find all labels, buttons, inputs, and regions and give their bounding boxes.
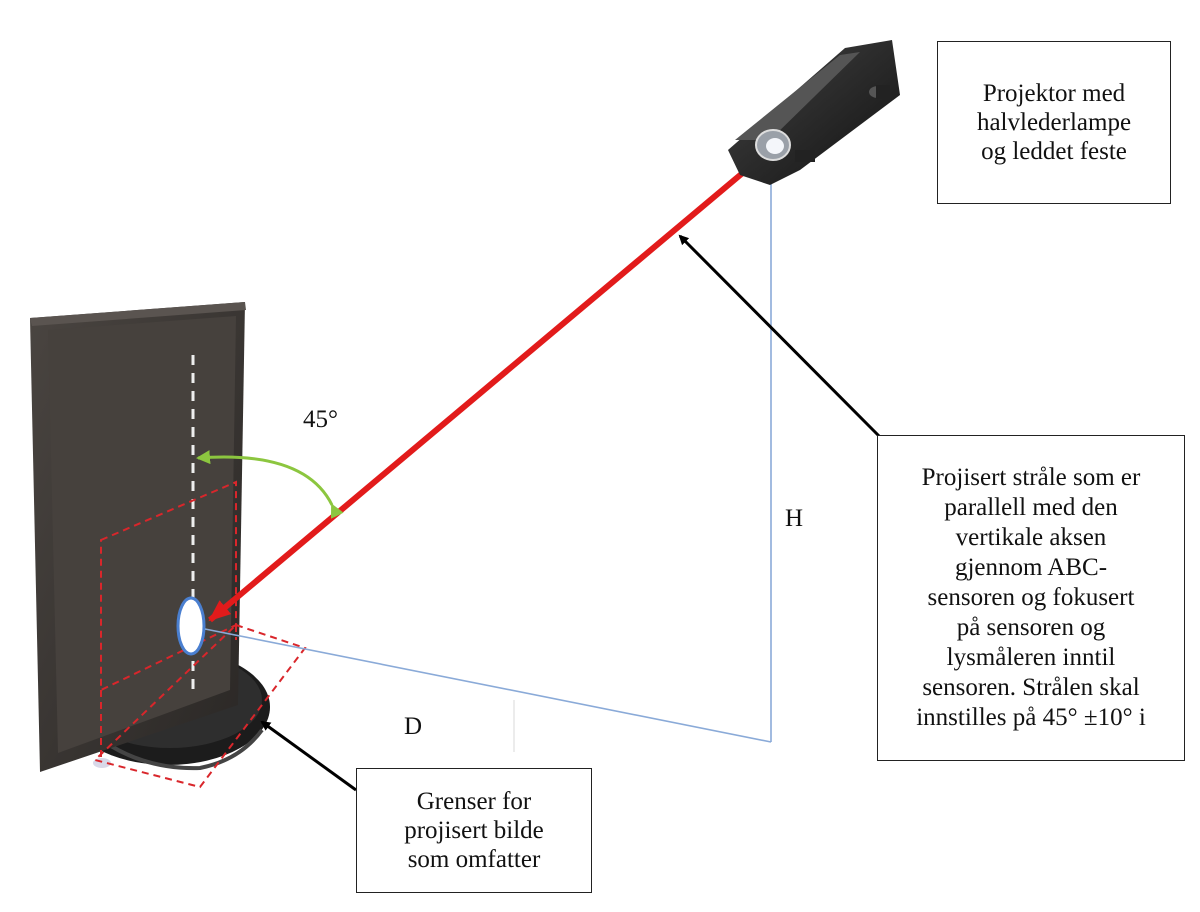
- projected-beam: [208, 147, 772, 623]
- height-label: H: [785, 505, 804, 532]
- measurement-lines: [204, 168, 772, 752]
- distance-label: D: [404, 713, 423, 740]
- projected-image-bounds: [93, 480, 307, 789]
- projector-icon: [728, 40, 900, 185]
- image-bounds-callout: Grenser for projisert bilde som omfatter: [356, 768, 592, 893]
- projector-callout: Projektor med halvlederlampe og leddet f…: [937, 41, 1171, 204]
- angle-arc: [196, 450, 344, 519]
- beam-pointer-arrow: [678, 234, 882, 439]
- bounds-pointer-arrow: [260, 720, 357, 792]
- abc-sensor-icon: [176, 596, 206, 656]
- pointer-arrows: [260, 234, 882, 792]
- beam-callout: Projisert stråle som er parallell med de…: [877, 435, 1185, 761]
- distance-line: [204, 628, 772, 743]
- monitor-icon: [30, 302, 270, 772]
- angle-label: 45°: [303, 406, 338, 433]
